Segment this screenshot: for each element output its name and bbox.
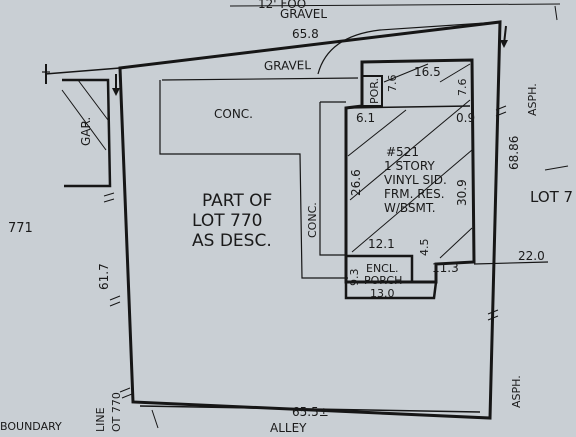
garage-outline xyxy=(62,78,112,188)
lot-770-label: LOT 770 xyxy=(192,211,262,231)
dim-16-5: 16.5 xyxy=(414,65,441,79)
line-label: LINE xyxy=(94,407,107,432)
drive-curve xyxy=(317,21,501,75)
house-hatch-2 xyxy=(349,99,471,201)
enclosed-porch xyxy=(344,254,438,300)
house-hatch-3 xyxy=(351,149,473,253)
porch-box xyxy=(362,75,383,107)
lot-right-line xyxy=(544,165,569,171)
house-hatch-1 xyxy=(347,109,407,157)
tick-left-2 xyxy=(109,295,121,307)
top-partial-label: 12' FOO xyxy=(258,0,306,11)
dim-4-5: 4.5 xyxy=(418,239,431,257)
arrow-marker-icon xyxy=(500,25,508,48)
porch-label-2: PORCH xyxy=(364,274,402,287)
conc-side-label: CONC. xyxy=(306,202,319,238)
concrete-outline xyxy=(159,80,348,279)
right-depth-label: 68.86 xyxy=(507,136,521,170)
left-depth-label: 61.7 xyxy=(97,263,111,290)
conc-top-label: CONC. xyxy=(214,107,253,121)
lot-right-label: LOT 7 xyxy=(530,188,573,206)
enclosed-porch-label: ENCL. xyxy=(366,262,398,275)
tick-left-1 xyxy=(103,192,115,203)
road-edge-tick xyxy=(554,5,558,21)
dim-line-22 xyxy=(473,261,549,265)
house-siding-label: VINYL SID. xyxy=(384,173,447,187)
bottom-tick xyxy=(151,409,159,429)
garage-hatch xyxy=(61,89,107,151)
garage-hatch-2 xyxy=(77,79,109,121)
dim-7-6-right: 7.6 xyxy=(456,79,469,97)
lot-left-label: 771 xyxy=(8,221,33,236)
house-number-label: #521 xyxy=(386,145,419,159)
dim-9-3: 9.3 xyxy=(348,269,361,287)
porch-label: POR. xyxy=(368,78,381,104)
house-hatch-4 xyxy=(439,227,473,259)
bottom-width-label: 65.5± xyxy=(292,405,329,419)
dim-13-0: 13.0 xyxy=(370,287,395,300)
dim-12-1: 12.1 xyxy=(368,237,395,251)
front-extension-line xyxy=(44,67,121,75)
house-basement-label: W/BSMT. xyxy=(384,201,436,215)
arrow-marker-icon xyxy=(112,74,120,96)
house-stories-label: 1 STORY xyxy=(384,159,435,173)
dim-26-6: 26.6 xyxy=(349,169,363,196)
front-width-label: 65.8 xyxy=(292,27,319,41)
dim-7-6-left: 7.6 xyxy=(386,75,399,93)
part-of-label: PART OF xyxy=(202,191,272,211)
road-edge-line xyxy=(229,3,561,7)
dim-0-9: 0.9 xyxy=(456,111,475,125)
tick-right-1 xyxy=(495,105,507,117)
lot-770-edge-label: OT 770 xyxy=(110,392,123,432)
lot-boundary xyxy=(118,20,502,420)
gravel-top-label: GRAVEL xyxy=(280,7,327,21)
dim-30-9: 30.9 xyxy=(455,179,469,206)
asph-top-label: ASPH. xyxy=(526,83,539,116)
gravel-drive-label: GRAVEL xyxy=(264,58,312,73)
as-desc-label: AS DESC. xyxy=(192,231,272,251)
dim-6-1: 6.1 xyxy=(356,111,375,125)
tick-right-2 xyxy=(487,309,499,321)
dim-22-0: 22.0 xyxy=(518,249,545,263)
tick-left-3 xyxy=(119,387,133,399)
house-hatch-6 xyxy=(439,63,471,83)
dim-11-3: 11.3 xyxy=(432,261,459,275)
house-inner-line xyxy=(345,105,471,109)
house-hatch-5 xyxy=(383,63,429,83)
house-frame-label: FRM. RES. xyxy=(384,187,445,201)
garage-label: GAR. xyxy=(79,117,93,146)
gravel-drive-line xyxy=(161,77,359,81)
boundary-label: BOUNDARY xyxy=(0,420,62,432)
concrete-walk-line xyxy=(319,102,346,256)
asph-bottom-label: ASPH. xyxy=(510,375,523,408)
bottom-dim-line xyxy=(139,405,481,413)
bottom-partial-label: ALLEY xyxy=(270,421,307,432)
arrow-marker-icon xyxy=(42,64,50,84)
